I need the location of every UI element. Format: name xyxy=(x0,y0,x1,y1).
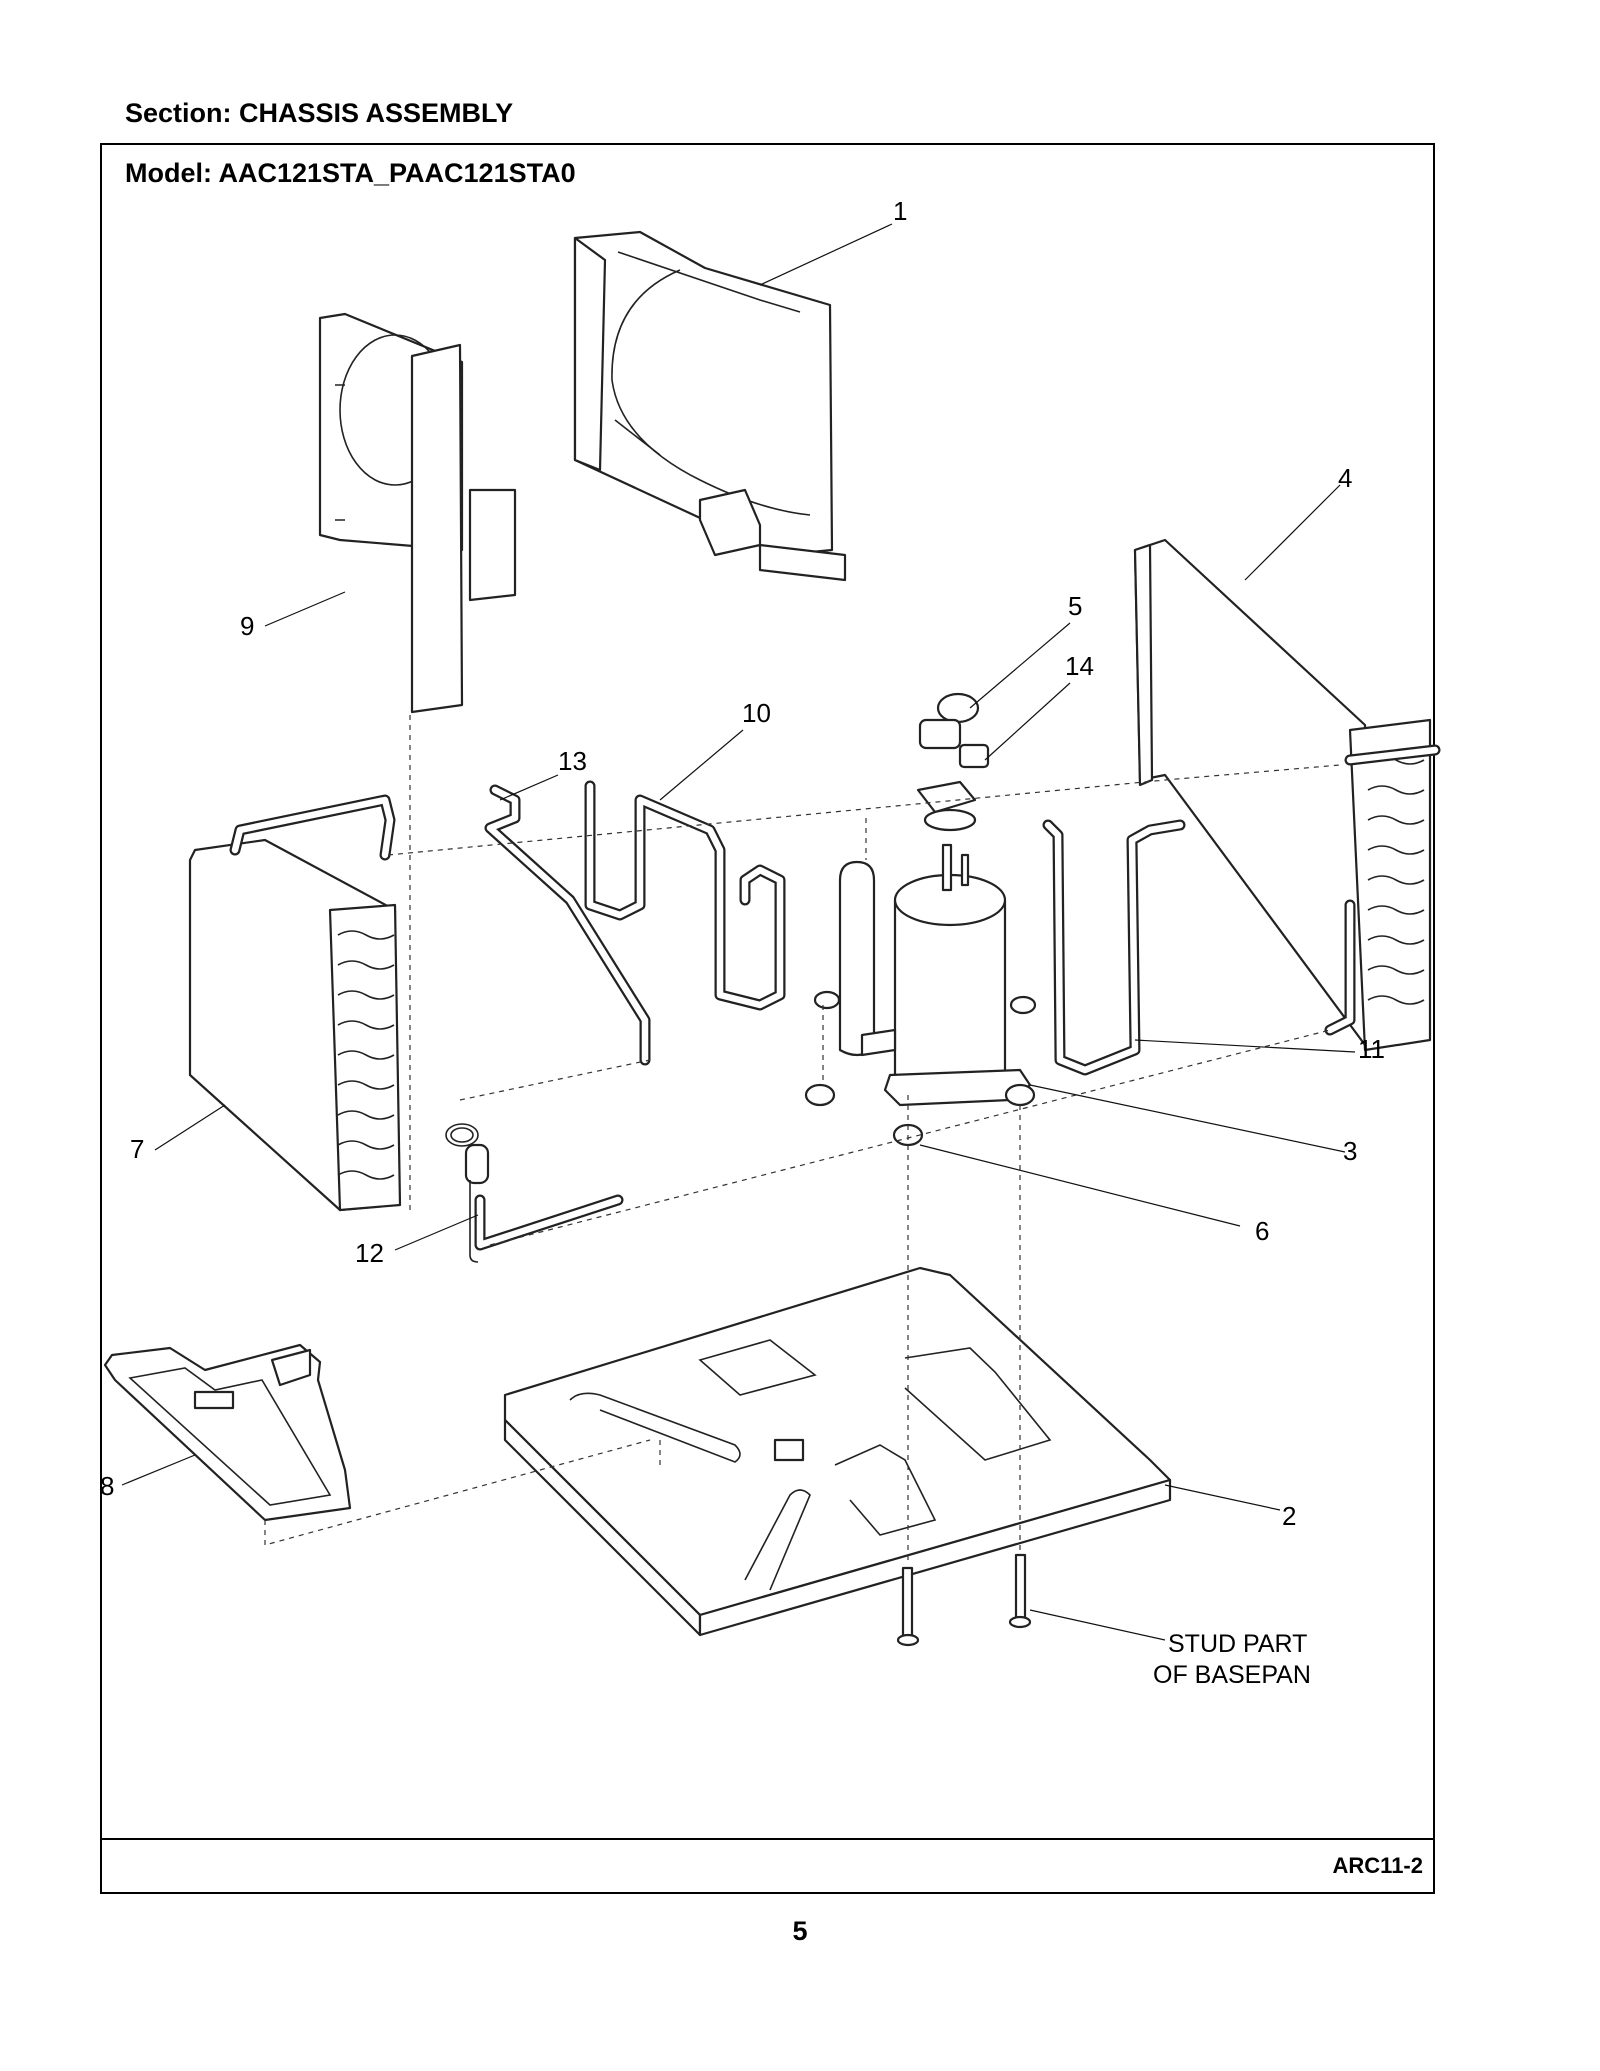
callout-6: 6 xyxy=(1255,1216,1269,1246)
page-number: 5 xyxy=(792,1916,808,1946)
basepan-stud-parts xyxy=(896,1553,1032,1647)
callout-5: 5 xyxy=(1068,591,1082,621)
callout-leader-lines xyxy=(121,223,1356,1641)
document-code: ARC11-2 xyxy=(1332,1853,1423,1878)
capillary-tube-part xyxy=(445,1123,624,1263)
connecting-tube-part xyxy=(484,784,651,1066)
evaporator-coil-part xyxy=(188,794,402,1212)
callout-9: 9 xyxy=(240,611,254,641)
callout-7: 7 xyxy=(130,1134,144,1164)
stud-note-line2: OF BASEPAN xyxy=(1153,1661,1311,1689)
diagram-frame xyxy=(100,143,1435,1894)
compressor-part xyxy=(838,843,1032,1107)
overload-protector-part xyxy=(916,692,990,832)
stud-note-line1: STUD PART xyxy=(1168,1630,1307,1658)
callout-10: 10 xyxy=(742,698,771,728)
suction-tube-part xyxy=(584,780,786,1011)
fan-shroud-part xyxy=(573,230,847,582)
grommet-parts xyxy=(804,990,1037,1147)
callout-12: 12 xyxy=(355,1238,384,1268)
callout-14: 14 xyxy=(1065,651,1094,681)
discharge-tube-part xyxy=(1042,819,1186,1076)
shroud-bracket-part xyxy=(318,312,517,714)
callout-1: 1 xyxy=(893,196,907,226)
callout-8: 8 xyxy=(100,1471,114,1501)
callout-4: 4 xyxy=(1338,463,1352,493)
footer-divider xyxy=(100,1838,1435,1840)
section-title: Section: CHASSIS ASSEMBLY xyxy=(125,98,514,128)
condenser-coil-part xyxy=(1133,538,1441,1052)
callout-3: 3 xyxy=(1343,1136,1357,1166)
callout-2: 2 xyxy=(1282,1501,1296,1531)
model-title: Model: AAC121STA_PAAC121STA0 xyxy=(125,158,576,188)
basepan-part xyxy=(503,1266,1172,1637)
drain-pan-part xyxy=(103,1343,352,1522)
callout-13: 13 xyxy=(558,746,587,776)
callout-11: 11 xyxy=(1358,1034,1385,1064)
assembly-guide-lines xyxy=(264,715,1341,1560)
